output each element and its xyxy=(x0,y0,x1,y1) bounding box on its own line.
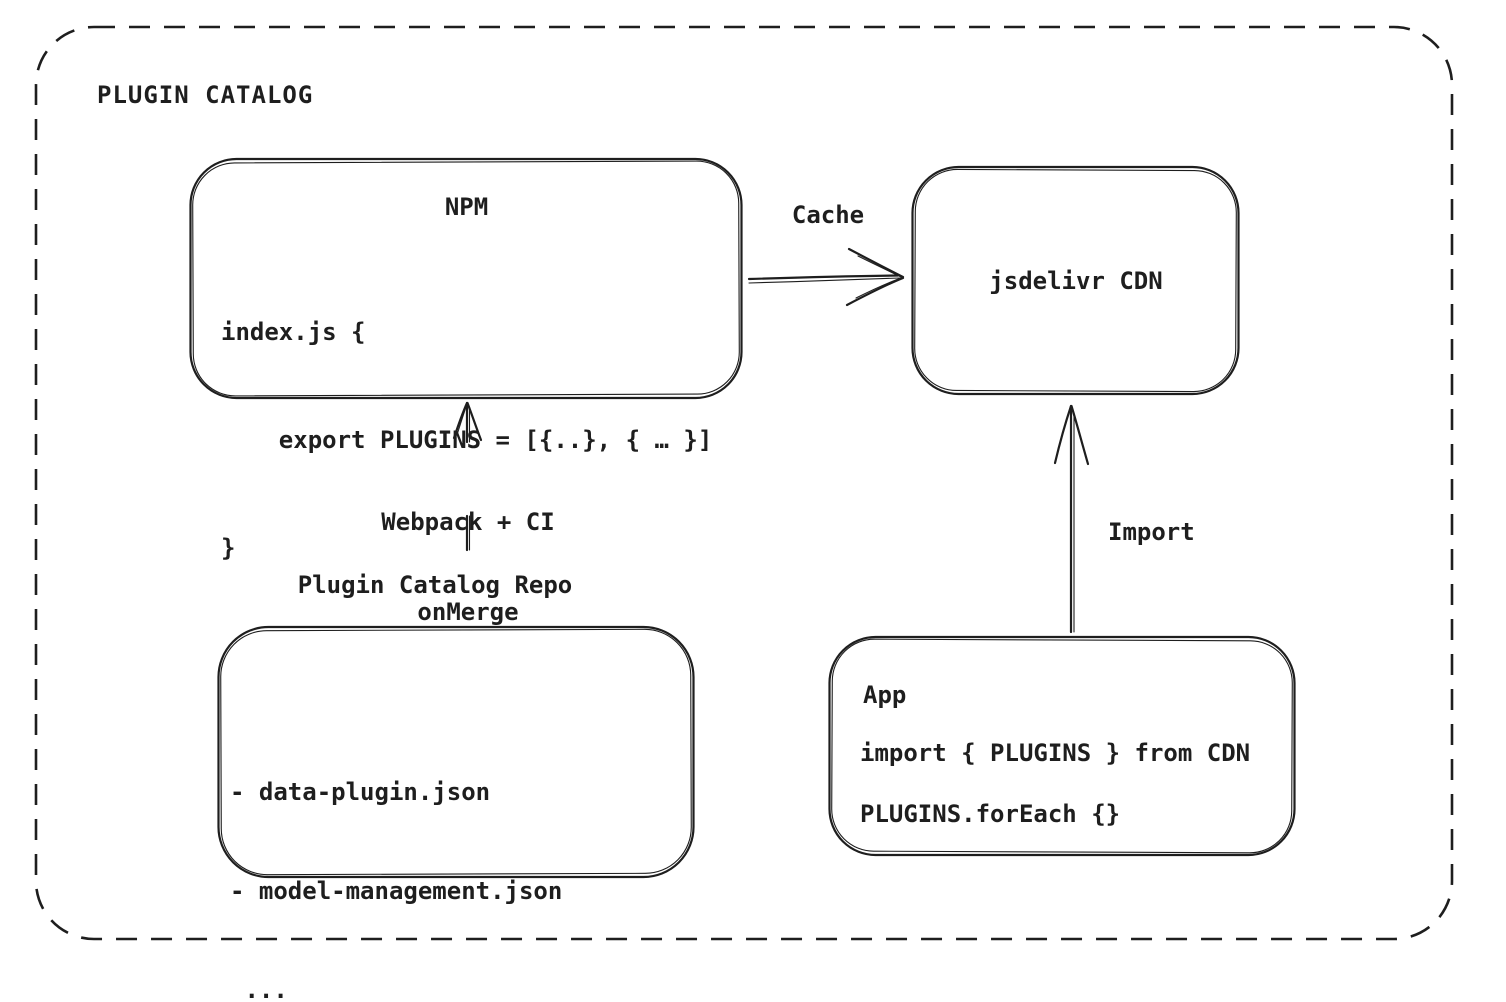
build-edge-label-line2: onMerge xyxy=(417,598,519,626)
npm-code-block: index.js { export PLUGINS = [{..}, { … }… xyxy=(221,242,712,638)
import-edge-label: Import xyxy=(1108,518,1195,546)
cache-edge-label: Cache xyxy=(791,201,865,229)
npm-code-line: index.js { xyxy=(221,318,366,346)
app-code-line: import { PLUGINS } from CDN xyxy=(860,739,1251,767)
npm-node-title: NPM xyxy=(444,193,489,221)
cdn-node-label: jsdelivr CDN xyxy=(989,267,1163,295)
plugin-catalog-boundary xyxy=(34,25,1454,941)
import-arrow xyxy=(1053,404,1090,634)
build-arrow xyxy=(452,401,483,443)
npm-node: NPM index.js { export PLUGINS = [{..}, {… xyxy=(188,156,745,562)
cdn-node-border xyxy=(911,165,1240,396)
repo-file-item: ... xyxy=(230,976,288,1002)
cdn-node: jsdelivr CDN xyxy=(910,164,1242,397)
repo-node-title: Plugin Catalog Repo xyxy=(297,571,573,599)
npm-code-line: export PLUGINS = [{..}, { … }] xyxy=(221,426,713,454)
app-node: App import { PLUGINS } from CDN PLUGINS.… xyxy=(827,634,1298,858)
npm-node-border xyxy=(189,157,743,400)
repo-node-border xyxy=(217,625,695,879)
repo-file-list: - data-plugin.json - model-management.js… xyxy=(230,710,562,1002)
repo-node: - data-plugin.json - model-management.js… xyxy=(216,624,697,1002)
build-edge-label-line1: Webpack + CI xyxy=(381,508,555,536)
build-edge-label: Webpack + CI onMerge xyxy=(348,447,588,687)
repo-file-item: - data-plugin.json xyxy=(230,778,491,806)
app-code-line: PLUGINS.forEach {} xyxy=(860,800,1121,828)
build-arrow-tail xyxy=(465,514,471,552)
app-node-border xyxy=(828,635,1296,857)
app-node-title: App xyxy=(863,681,907,709)
repo-file-item: - model-management.json xyxy=(230,877,563,905)
npm-code-line: } xyxy=(221,534,236,562)
diagram-title: PLUGIN CATALOG xyxy=(97,81,314,109)
cache-arrow xyxy=(747,247,905,307)
